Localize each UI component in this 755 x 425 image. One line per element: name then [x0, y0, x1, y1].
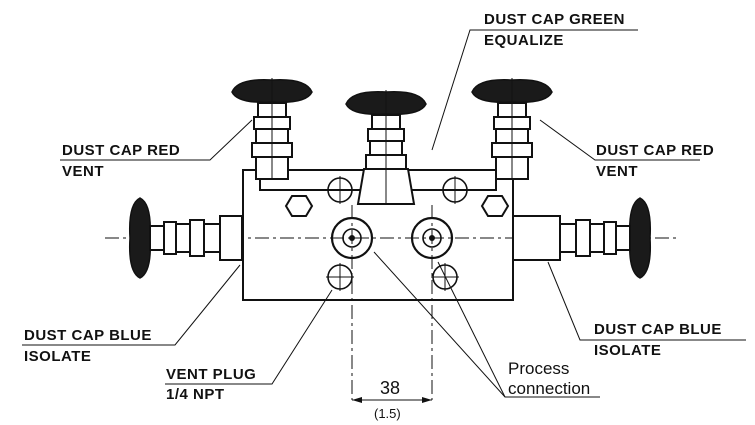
dimension-alt-value: (1.5): [374, 406, 401, 421]
valve-side-right: [512, 197, 652, 279]
valve-top-middle: [345, 90, 427, 205]
bolt-holes: [326, 176, 469, 291]
hex-plug-right: [480, 195, 510, 217]
valve-side-left: [128, 197, 243, 279]
label-dust-cap-red-right: DUST CAP RED: [596, 142, 714, 159]
dimension-value: 38: [380, 378, 400, 398]
valve-top-left: [231, 78, 313, 180]
leader-lines: [22, 29, 746, 398]
label-vent-left: VENT: [62, 163, 104, 180]
label-dust-cap-blue-right: DUST CAP BLUE: [594, 321, 722, 338]
label-dust-cap-red-left: DUST CAP RED: [62, 142, 180, 159]
label-isolate-left: ISOLATE: [24, 348, 91, 365]
dimension-38: [352, 397, 432, 403]
label-vent-plug: VENT PLUG: [166, 366, 256, 383]
label-isolate-right: ISOLATE: [594, 342, 661, 359]
label-npt: 1/4 NPT: [166, 386, 225, 403]
label-dust-cap-blue-left: DUST CAP BLUE: [24, 327, 152, 344]
valve-top-right: [471, 78, 553, 180]
label-dust-cap-green: DUST CAP GREEN: [484, 11, 625, 28]
label-equalize: EQUALIZE: [484, 32, 564, 49]
label-process: Process: [508, 359, 569, 378]
label-vent-right: VENT: [596, 163, 638, 180]
hex-plug-left: [284, 195, 314, 217]
label-connection: connection: [508, 379, 590, 398]
